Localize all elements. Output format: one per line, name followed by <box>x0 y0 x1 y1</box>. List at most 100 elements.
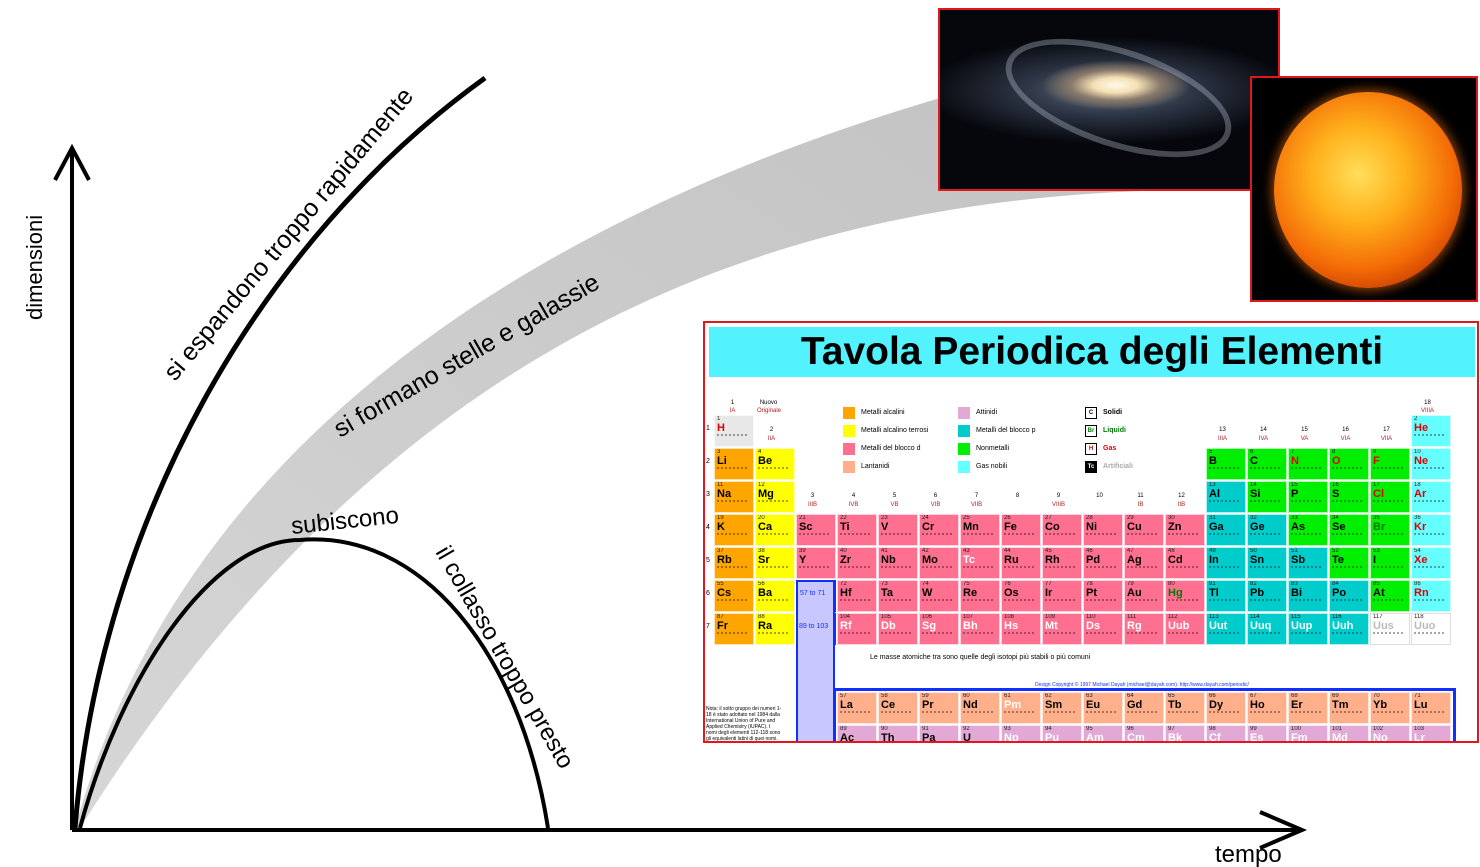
element-at[interactable]: 85At <box>1370 580 1410 612</box>
element-os[interactable]: 76Os <box>1001 580 1041 612</box>
element-bh[interactable]: 107Bh <box>960 613 1000 645</box>
element-cr[interactable]: 24Cr <box>919 514 959 546</box>
element-ds[interactable]: 110Ds <box>1083 613 1123 645</box>
element-uus[interactable]: 117Uus <box>1370 613 1410 645</box>
element-gd[interactable]: 64Gd <box>1124 692 1164 724</box>
element-ta[interactable]: 73Ta <box>878 580 918 612</box>
element-sb[interactable]: 51Sb <box>1288 547 1328 579</box>
element-cd[interactable]: 48Cd <box>1165 547 1205 579</box>
element-lu[interactable]: 71Lu <box>1411 692 1451 724</box>
element-tc[interactable]: 43Tc <box>960 547 1000 579</box>
element-tm[interactable]: 69Tm <box>1329 692 1369 724</box>
element-am[interactable]: 95Am <box>1083 725 1123 741</box>
element-po[interactable]: 84Po <box>1329 580 1369 612</box>
element-tl[interactable]: 81Tl <box>1206 580 1246 612</box>
element-ru[interactable]: 44Ru <box>1001 547 1041 579</box>
element-ba[interactable]: 56Ba <box>755 580 795 612</box>
element-ga[interactable]: 31Ga <box>1206 514 1246 546</box>
element-w[interactable]: 74W <box>919 580 959 612</box>
element-ca[interactable]: 20Ca <box>755 514 795 546</box>
element-cs[interactable]: 55Cs <box>714 580 754 612</box>
element-uuo[interactable]: 118Uuo <box>1411 613 1451 645</box>
element-br[interactable]: 35Br <box>1370 514 1410 546</box>
element-zr[interactable]: 40Zr <box>837 547 877 579</box>
element-in[interactable]: 49In <box>1206 547 1246 579</box>
element-ge[interactable]: 32Ge <box>1247 514 1287 546</box>
element-cl[interactable]: 17Cl <box>1370 481 1410 513</box>
element-si[interactable]: 14Si <box>1247 481 1287 513</box>
element-ra[interactable]: 88Ra <box>755 613 795 645</box>
element-ti[interactable]: 22Ti <box>837 514 877 546</box>
element-be[interactable]: 4Be <box>755 448 795 480</box>
element-sr[interactable]: 38Sr <box>755 547 795 579</box>
element-p[interactable]: 15P <box>1288 481 1328 513</box>
element-tb[interactable]: 65Tb <box>1165 692 1205 724</box>
element-kr[interactable]: 36Kr <box>1411 514 1451 546</box>
element-hf[interactable]: 72Hf <box>837 580 877 612</box>
element-co[interactable]: 27Co <box>1042 514 1082 546</box>
element-pr[interactable]: 59Pr <box>919 692 959 724</box>
element-u[interactable]: 92U <box>960 725 1000 741</box>
element-er[interactable]: 68Er <box>1288 692 1328 724</box>
element-rf[interactable]: 104Rf <box>837 613 877 645</box>
element-bi[interactable]: 83Bi <box>1288 580 1328 612</box>
element-cf[interactable]: 98Cf <box>1206 725 1246 741</box>
element-i[interactable]: 53I <box>1370 547 1410 579</box>
element-lr[interactable]: 103Lr <box>1411 725 1451 741</box>
element-pa[interactable]: 91Pa <box>919 725 959 741</box>
element-ac[interactable]: 89Ac <box>837 725 877 741</box>
element-ar[interactable]: 18Ar <box>1411 481 1451 513</box>
element-yb[interactable]: 70Yb <box>1370 692 1410 724</box>
element-md[interactable]: 101Md <box>1329 725 1369 741</box>
element-uup[interactable]: 115Uup <box>1288 613 1328 645</box>
element-uub[interactable]: 112Uub <box>1165 613 1205 645</box>
element-cu[interactable]: 29Cu <box>1124 514 1164 546</box>
element-rg[interactable]: 111Rg <box>1124 613 1164 645</box>
element-no[interactable]: 102No <box>1370 725 1410 741</box>
element-k[interactable]: 19K <box>714 514 754 546</box>
element-pm[interactable]: 61Pm <box>1001 692 1041 724</box>
element-eu[interactable]: 63Eu <box>1083 692 1123 724</box>
element-cm[interactable]: 96Cm <box>1124 725 1164 741</box>
element-es[interactable]: 99Es <box>1247 725 1287 741</box>
element-sm[interactable]: 62Sm <box>1042 692 1082 724</box>
element-mn[interactable]: 25Mn <box>960 514 1000 546</box>
element-b[interactable]: 5B <box>1206 448 1246 480</box>
element-sn[interactable]: 50Sn <box>1247 547 1287 579</box>
element-sg[interactable]: 106Sg <box>919 613 959 645</box>
element-f[interactable]: 9F <box>1370 448 1410 480</box>
element-c[interactable]: 6C <box>1247 448 1287 480</box>
element-ne[interactable]: 10Ne <box>1411 448 1451 480</box>
element-pu[interactable]: 94Pu <box>1042 725 1082 741</box>
element-pt[interactable]: 78Pt <box>1083 580 1123 612</box>
element-sc[interactable]: 21Sc <box>796 514 836 546</box>
element-nb[interactable]: 41Nb <box>878 547 918 579</box>
element-ni[interactable]: 28Ni <box>1083 514 1123 546</box>
element-uuh[interactable]: 116Uuh <box>1329 613 1369 645</box>
element-te[interactable]: 52Te <box>1329 547 1369 579</box>
element-pd[interactable]: 46Pd <box>1083 547 1123 579</box>
element-fe[interactable]: 26Fe <box>1001 514 1041 546</box>
element-li[interactable]: 3Li <box>714 448 754 480</box>
element-rb[interactable]: 37Rb <box>714 547 754 579</box>
element-db[interactable]: 105Db <box>878 613 918 645</box>
element-mo[interactable]: 42Mo <box>919 547 959 579</box>
element-rn[interactable]: 86Rn <box>1411 580 1451 612</box>
element-np[interactable]: 93Np <box>1001 725 1041 741</box>
element-v[interactable]: 23V <box>878 514 918 546</box>
element-fm[interactable]: 100Fm <box>1288 725 1328 741</box>
element-ag[interactable]: 47Ag <box>1124 547 1164 579</box>
element-nd[interactable]: 60Nd <box>960 692 1000 724</box>
element-mt[interactable]: 109Mt <box>1042 613 1082 645</box>
element-he[interactable]: 2He <box>1411 415 1451 447</box>
element-pb[interactable]: 82Pb <box>1247 580 1287 612</box>
element-zn[interactable]: 30Zn <box>1165 514 1205 546</box>
element-re[interactable]: 75Re <box>960 580 1000 612</box>
element-ir[interactable]: 77Ir <box>1042 580 1082 612</box>
element-n[interactable]: 7N <box>1288 448 1328 480</box>
element-se[interactable]: 34Se <box>1329 514 1369 546</box>
element-y[interactable]: 39Y <box>796 547 836 579</box>
element-au[interactable]: 79Au <box>1124 580 1164 612</box>
element-h[interactable]: 1H <box>714 415 754 447</box>
element-bk[interactable]: 97Bk <box>1165 725 1205 741</box>
